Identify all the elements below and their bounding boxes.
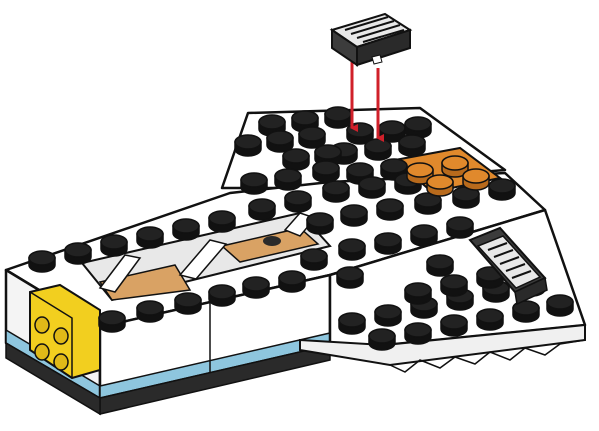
stud (283, 149, 309, 170)
stud (323, 181, 349, 202)
stud (243, 277, 269, 298)
stud (489, 179, 515, 200)
stud (339, 239, 365, 260)
stud (463, 169, 489, 190)
stud (399, 135, 425, 156)
stud (209, 285, 235, 306)
stud (299, 127, 325, 148)
stud (411, 225, 437, 246)
stud (249, 199, 275, 220)
stud (405, 283, 431, 304)
stud (101, 235, 127, 256)
stud (341, 205, 367, 226)
stud (427, 175, 453, 196)
stud (313, 161, 339, 182)
stud (547, 295, 573, 316)
stud (365, 139, 391, 160)
stud (405, 323, 431, 344)
stud (275, 169, 301, 190)
stud (307, 213, 333, 234)
stud (175, 293, 201, 314)
stud (339, 313, 365, 334)
stud (241, 173, 267, 194)
stud (447, 217, 473, 238)
stud (279, 271, 305, 292)
stud (29, 251, 55, 272)
stud (301, 249, 327, 270)
stud (137, 227, 163, 248)
stud (441, 315, 467, 336)
stud (377, 199, 403, 220)
stud (325, 107, 351, 128)
stud (337, 267, 363, 288)
stud (137, 301, 163, 322)
stud (99, 311, 125, 332)
stud (375, 233, 401, 254)
stud (427, 255, 453, 276)
stud (65, 243, 91, 264)
stud (235, 135, 261, 156)
stud (285, 191, 311, 212)
stud (375, 305, 401, 326)
stud (209, 211, 235, 232)
falling-grille-tile (332, 14, 410, 65)
stud (441, 275, 467, 296)
stud (267, 131, 293, 152)
stud (359, 177, 385, 198)
stud (369, 329, 395, 350)
stud (173, 219, 199, 240)
stud (477, 309, 503, 330)
